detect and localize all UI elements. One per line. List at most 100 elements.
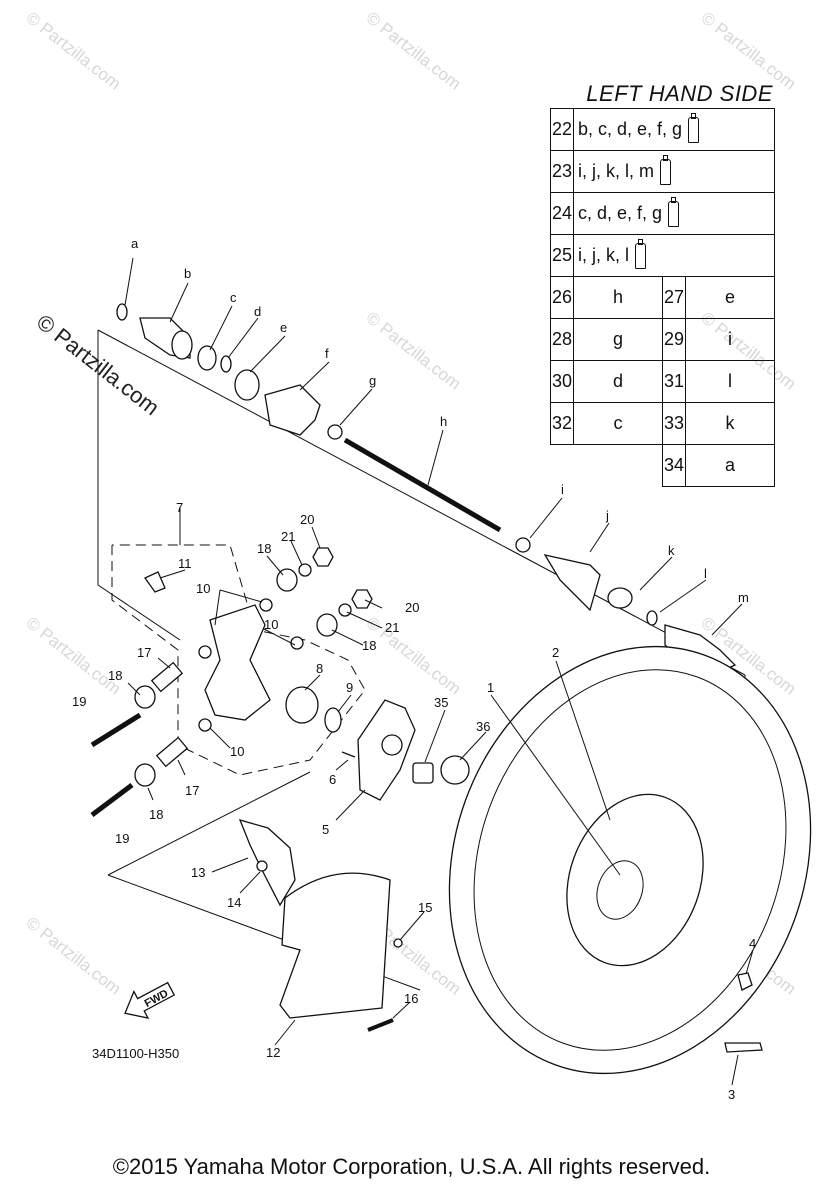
valve-3 (724, 1042, 763, 1053)
diagram-code: 34D1100-H350 (92, 1046, 179, 1061)
legend-number-a: 26 (550, 276, 574, 319)
grease-tube-icon (660, 154, 671, 185)
legend-number-a: 32 (550, 402, 574, 445)
callout-b: b (184, 266, 191, 281)
legend-value-b: k (685, 402, 775, 445)
fwd-arrow-icon: FWD (124, 981, 176, 1019)
circlip-9 (324, 707, 342, 733)
callout-4: 4 (749, 936, 756, 951)
callout-35: 35 (434, 695, 448, 710)
wheel-tire (448, 645, 812, 1075)
bolt-16 (367, 1018, 394, 1032)
stud-bolt-6 (341, 751, 356, 758)
legend-row-letters-text: c, d, e, f, g (578, 202, 663, 223)
washer-21b (338, 603, 352, 617)
legend-value-a (574, 445, 663, 487)
cap-36 (440, 755, 470, 785)
washer-21a (298, 563, 312, 577)
legend-row-letters-text: b, c, d, e, f, g (578, 118, 683, 139)
callout-13: 13 (191, 865, 205, 880)
legend-number-b: 29 (662, 318, 686, 361)
callout-5: 5 (322, 822, 329, 837)
grease-tube-icon (668, 196, 680, 227)
legend-value-a: d (573, 360, 663, 403)
callout-10b: 10 (264, 617, 278, 632)
circlip-l (646, 610, 658, 626)
callout-9: 9 (346, 680, 353, 695)
callout-14: 14 (227, 895, 241, 910)
callout-7: 7 (176, 500, 183, 515)
legend-row-letters: i, j, k, l, m (573, 150, 775, 193)
callout-18a: 18 (108, 668, 122, 683)
legend-row-letters: i, j, k, l (573, 234, 775, 277)
callout-g: g (369, 373, 376, 388)
callout-d: d (254, 304, 261, 319)
callout-20b: 20 (405, 600, 419, 615)
callout-k: k (668, 543, 675, 558)
callout-l: l (704, 566, 707, 581)
brake-group (238, 819, 403, 1032)
washer-15 (393, 938, 403, 948)
callout-17b: 17 (185, 783, 199, 798)
callout-labels: a b c d e f g h i j k l m 1 2 3 4 5 6 7 … (72, 236, 756, 1102)
knuckle (204, 604, 271, 721)
boot-f (264, 384, 321, 436)
axle-nut-35 (412, 762, 434, 784)
collar-17a (150, 661, 184, 693)
callout-12: 12 (266, 1045, 280, 1060)
legend-value-b: l (685, 360, 775, 403)
leader-lines (124, 257, 754, 1086)
hub-group (341, 699, 470, 801)
legend-row-number: 24 (550, 192, 574, 235)
legend-value-b: i (685, 318, 775, 361)
band-i (515, 537, 531, 553)
callout-m: m (738, 590, 749, 605)
legend-number-a: 28 (550, 318, 574, 361)
callout-18c: 18 (257, 541, 271, 556)
callout-h: h (440, 414, 447, 429)
callout-j: j (605, 508, 609, 523)
watermark: © Partzilla.com (23, 913, 125, 999)
legend-value-b: e (685, 276, 775, 319)
legend-row-number: 23 (550, 150, 574, 193)
legend-value-a: h (573, 276, 663, 319)
bearing-8 (285, 686, 319, 724)
grease-tube-icon (635, 238, 647, 269)
callout-19b: 19 (115, 831, 129, 846)
band-k (607, 587, 633, 609)
watermark: © Partzilla.com (23, 613, 125, 699)
callout-19a: 19 (72, 694, 86, 709)
legend-value-b: a (685, 444, 775, 487)
callout-36: 36 (476, 719, 490, 734)
legend-row-letters-text: i, j, k, l, m (578, 160, 654, 181)
legend-value-a: g (573, 318, 663, 361)
guard-12 (279, 872, 391, 1019)
legend-row-letters-text: i, j, k, l (578, 244, 630, 265)
callout-17a: 17 (137, 645, 151, 660)
legend-number-b: 27 (662, 276, 686, 319)
grease-tube-icon (688, 112, 700, 143)
callout-20a: 20 (300, 512, 314, 527)
nut-20b (351, 589, 373, 609)
callout-21a: 21 (281, 529, 295, 544)
shaft-h (343, 437, 502, 533)
copyright-notice: ©2015 Yamaha Motor Corporation, U.S.A. A… (112, 1154, 711, 1179)
legend-row-number: 22 (550, 108, 574, 151)
callout-1: 1 (487, 680, 494, 695)
callout-21b: 21 (385, 620, 399, 635)
callout-e: e (280, 320, 287, 335)
callout-i: i (561, 482, 564, 497)
wheel-nut-4 (737, 972, 753, 991)
fwd-label: FWD (143, 988, 171, 1010)
legend-title: LEFT HAND SIDE (586, 81, 773, 106)
callout-10a: 10 (196, 581, 210, 596)
legend-number-a (551, 445, 574, 487)
watermark: © Partzilla.com (363, 308, 465, 394)
